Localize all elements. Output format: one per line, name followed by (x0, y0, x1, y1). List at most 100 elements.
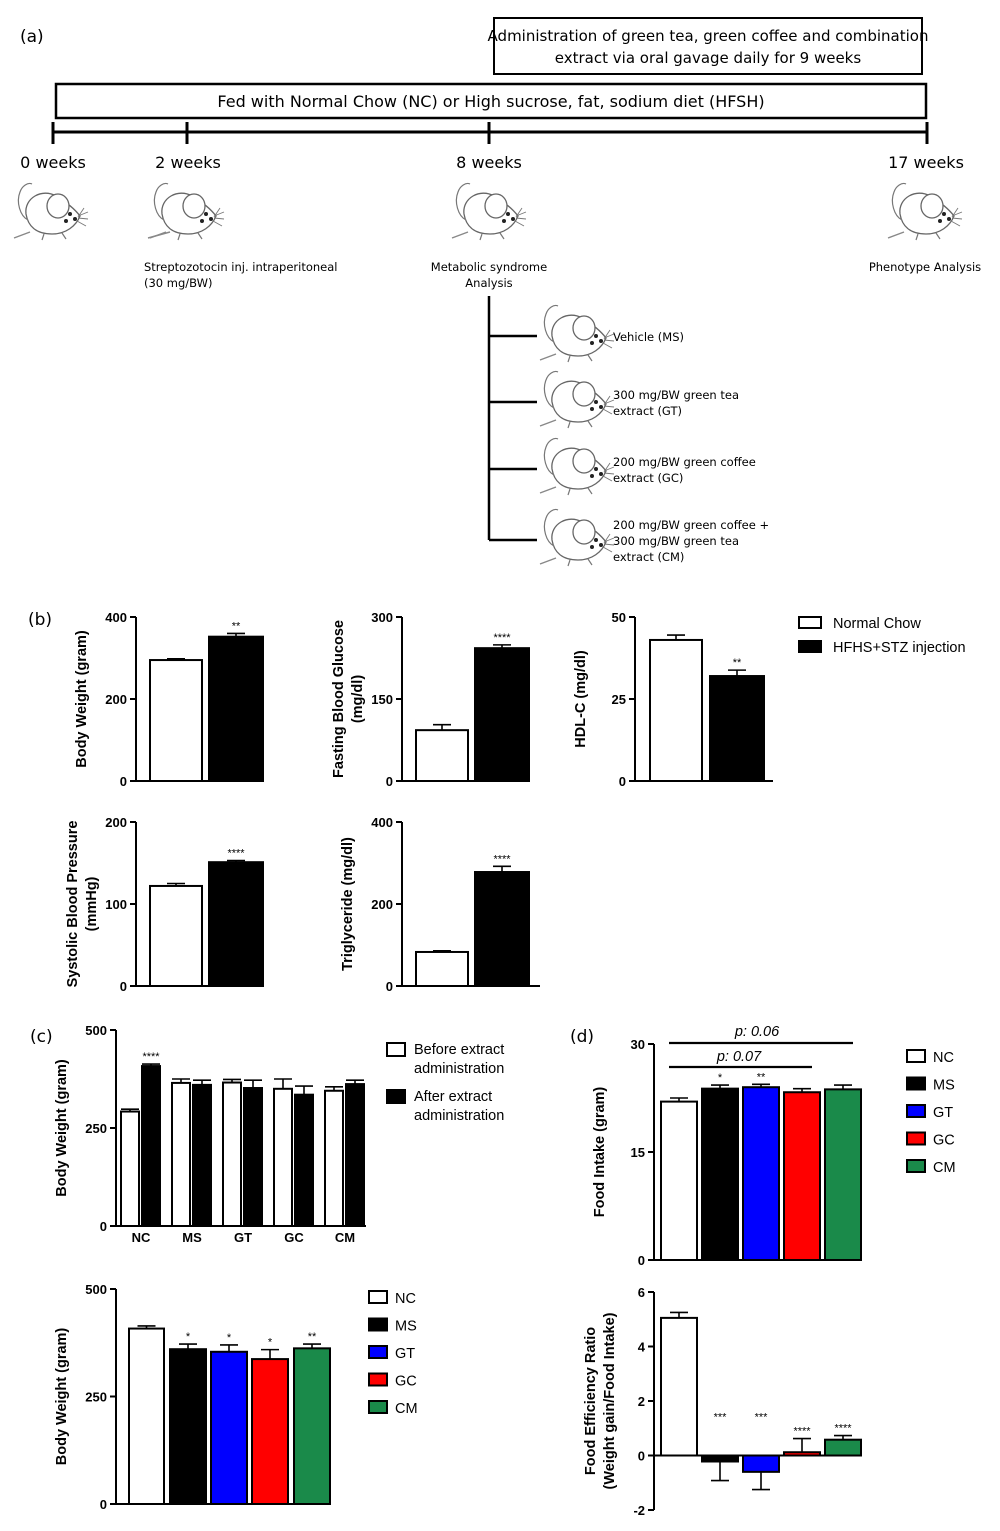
bar-ms (701, 1454, 739, 1463)
y-tick-label: 250 (85, 1121, 107, 1136)
y-axis-label: (mmHg) (84, 876, 100, 931)
bar-cm (824, 1088, 862, 1261)
branch-label: extract (GT) (613, 404, 682, 418)
bar-cm (824, 1438, 862, 1457)
legend-swatch-cm (368, 1400, 388, 1414)
fed-box (54, 82, 928, 120)
bar-hfhs-stz-injection (474, 871, 530, 988)
bar-hfhs-stz-injection (208, 635, 264, 782)
bar-gt (210, 1350, 248, 1506)
y-tick-label: 0 (120, 774, 127, 789)
panel-label-c: (c) (30, 1027, 53, 1047)
x-tick-label: GT (234, 1230, 252, 1245)
y-axis-label: Food Intake (gram) (592, 1087, 608, 1218)
bar-gc (251, 1358, 289, 1505)
bar-nc (660, 1316, 698, 1457)
y-tick-label: 0 (100, 1219, 107, 1234)
legend-swatch-after (386, 1089, 406, 1104)
significance-label: ** (733, 657, 742, 669)
y-tick-label: 150 (371, 692, 393, 707)
legend-label-nc: NC (933, 1050, 954, 1066)
legend-label-ms: MS (395, 1319, 417, 1335)
y-tick-label: 500 (85, 1282, 107, 1297)
y-axis-label: (Weight gain/Food Intake) (602, 1312, 618, 1489)
bar-normal-chow (649, 638, 703, 783)
bar-gt-after (243, 1087, 263, 1227)
legend-b: Normal Chow HFHS+STZ injection (798, 616, 966, 656)
bar-gc (783, 1091, 821, 1261)
bar-normal-chow (149, 659, 203, 782)
bar-cm-before (324, 1089, 344, 1228)
significance-label: ** (308, 1331, 317, 1343)
y-tick-label: 2 (638, 1394, 645, 1409)
y-tick-label: -2 (633, 1503, 645, 1518)
week-label-2: 2 weeks (155, 153, 221, 172)
mouse-icon (887, 182, 963, 241)
legend-label-gc: GC (395, 1374, 417, 1390)
p-value-label: p: 0.07 (716, 1049, 762, 1065)
significance-label: **** (493, 632, 511, 644)
legend-swatch-gc (906, 1131, 926, 1146)
y-tick-label: 500 (85, 1023, 107, 1038)
branch-label: 200 mg/BW green coffee + (613, 518, 769, 532)
phenotype-label: Phenotype Analysis (869, 260, 981, 274)
legend-swatch-gt (906, 1104, 926, 1118)
y-axis-label: Body Weight (gram) (54, 1328, 70, 1466)
legend-swatch-before (386, 1042, 406, 1057)
mouse-icon (539, 304, 615, 363)
legend-label-gc: GC (933, 1133, 955, 1149)
bar-ms (701, 1087, 739, 1262)
bar-gc-before (273, 1087, 293, 1228)
y-axis-label: Food Efficiency Ratio (583, 1327, 599, 1475)
bar-hfhs-stz-injection (474, 647, 530, 782)
x-tick-label: MS (182, 1230, 202, 1245)
y-axis-label: (mg/dl) (350, 675, 366, 723)
legend-label-gt: GT (395, 1346, 415, 1362)
bar-hfhs-stz-injection (709, 675, 765, 782)
legend-swatch-hfhs-stz (798, 640, 822, 653)
mouse-icon (13, 182, 89, 241)
y-tick-label: 0 (638, 1253, 645, 1268)
legend-label-before-line2: administration (414, 1061, 504, 1077)
stz-label-line2: (30 mg/BW) (144, 276, 213, 290)
y-axis-label: Fasting Blood Glucose (331, 620, 347, 778)
y-axis-label: Systolic Blood Pressure (65, 821, 81, 988)
significance-label: *** (714, 1412, 728, 1424)
significance-label: ** (232, 620, 241, 632)
legend-label-before-line1: Before extract (414, 1042, 504, 1058)
mouse-icon (539, 437, 615, 496)
bar-nc (128, 1327, 165, 1506)
p-value-label: p: 0.06 (734, 1024, 780, 1040)
legend-label-after-line2: administration (414, 1108, 504, 1124)
branch-label: 300 mg/BW green tea (613, 534, 739, 548)
panel-label-d: (d) (570, 1027, 594, 1047)
bar-nc-after (141, 1065, 161, 1227)
y-tick-label: 400 (371, 815, 393, 830)
legend-label-hfhs-stz: HFHS+STZ injection (833, 640, 966, 656)
legend-label-ms: MS (933, 1078, 955, 1094)
mouse-icon (451, 182, 527, 241)
admin-box (493, 17, 923, 75)
bar-cm (293, 1347, 331, 1505)
bar-ms (169, 1348, 207, 1505)
legend-swatch-ms (368, 1317, 388, 1332)
legend-label-after-line1: After extract (414, 1089, 492, 1105)
x-tick-label: CM (335, 1230, 355, 1245)
legend-swatch-cm (906, 1159, 926, 1173)
bar-normal-chow (415, 729, 469, 782)
week-label-17: 17 weeks (888, 153, 964, 172)
syringe-icon (147, 231, 171, 239)
bar-cm-after (345, 1083, 365, 1227)
bar-gt (742, 1086, 780, 1261)
bar-gc (783, 1451, 821, 1457)
